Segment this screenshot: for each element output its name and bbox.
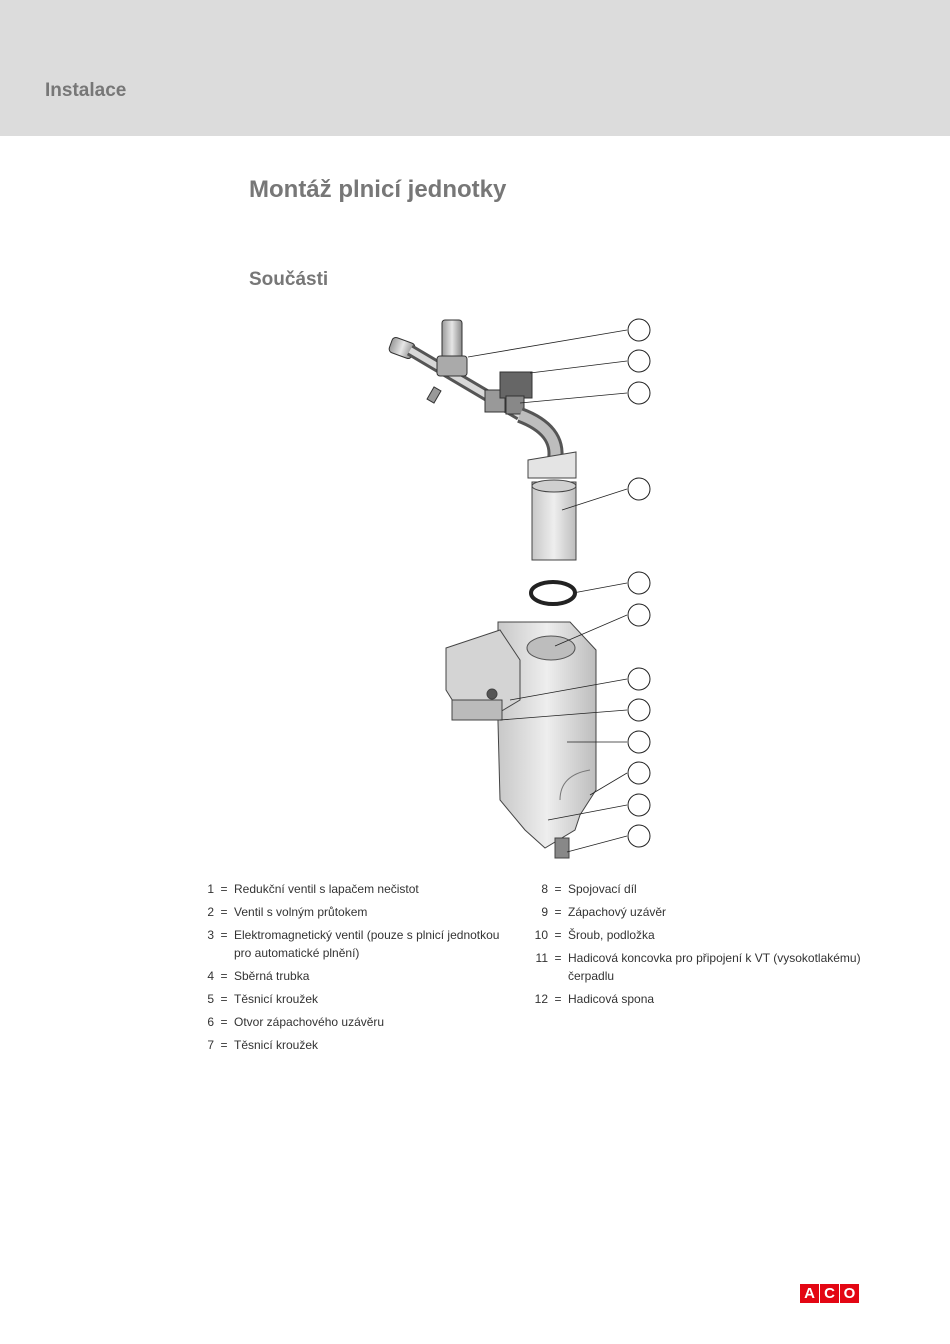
header-band <box>0 0 950 136</box>
legend-item: 11 = Hadicová koncovka pro připojení k V… <box>520 949 865 985</box>
legend-text: Sběrná trubka <box>234 969 310 983</box>
legend-text: Hadicová koncovka pro připojení k VT (vy… <box>568 951 861 983</box>
legend-item: 7 = Těsnicí kroužek <box>186 1036 516 1054</box>
legend-left: 1 = Redukční ventil s lapačem nečistot 2… <box>186 880 516 1059</box>
legend-item: 12 = Hadicová spona <box>520 990 865 1008</box>
legend-equals: = <box>220 882 228 896</box>
legend-equals: = <box>220 969 228 983</box>
legend-number: 6 <box>207 1015 214 1029</box>
section-subtitle: Součásti <box>249 269 329 290</box>
section-label: Instalace <box>45 80 127 101</box>
legend-text: Šroub, podložka <box>568 928 655 942</box>
legend-text: Redukční ventil s lapačem nečistot <box>234 882 419 896</box>
legend-equals: = <box>220 1015 228 1029</box>
legend-text: Hadicová spona <box>568 992 655 1006</box>
leader-lines <box>467 329 628 853</box>
logo-letter: O <box>843 1285 856 1302</box>
legend-item: 3 = Elektromagnetický ventil (pouze s pl… <box>186 926 516 962</box>
logo-letter: A <box>800 1284 820 1303</box>
legend-equals: = <box>554 882 562 896</box>
legend-number: 2 <box>207 905 214 919</box>
legend-number: 8 <box>541 882 548 896</box>
legend-number: 7 <box>207 1038 214 1052</box>
aco-logo: A C O <box>800 1284 859 1303</box>
sealing-ring <box>529 580 577 606</box>
legend-item: 2 = Ventil s volným průtokem <box>186 903 516 921</box>
legend-item: 1 = Redukční ventil s lapačem nečistot <box>186 880 516 898</box>
parts-diagram <box>388 318 651 859</box>
legend-number: 5 <box>207 992 214 1006</box>
legend-item: 5 = Těsnicí kroužek <box>186 990 516 1008</box>
legend-text: Těsnicí kroužek <box>234 1038 319 1052</box>
legend-text: Zápachový uzávěr <box>568 905 667 919</box>
valve-assembly <box>388 319 564 462</box>
legend-item: 4 = Sběrná trubka <box>186 967 516 985</box>
legend-equals: = <box>220 1038 228 1052</box>
legend-equals: = <box>220 992 228 1006</box>
legend-equals: = <box>554 992 562 1006</box>
legend-text: Otvor zápachového uzávěru <box>234 1015 385 1029</box>
legend-number: 9 <box>541 905 548 919</box>
legend-equals: = <box>554 928 562 942</box>
legend-number: 12 <box>534 992 548 1006</box>
legend-item: 9 = Zápachový uzávěr <box>520 903 865 921</box>
legend-item: 6 = Otvor zápachového uzávěru <box>186 1013 516 1031</box>
legend-item: 10 = Šroub, podložka <box>520 926 865 944</box>
legend-number: 1 <box>207 882 214 896</box>
legend-number: 4 <box>207 969 214 983</box>
logo-letter: C <box>820 1284 840 1303</box>
legend-right: 8 = Spojovací díl 9 = Zápachový uzávěr 1… <box>520 880 865 1013</box>
legend-equals: = <box>554 905 562 919</box>
legend-item: 8 = Spojovací díl <box>520 880 865 898</box>
trap-housing <box>445 621 597 859</box>
legend-equals: = <box>220 905 228 919</box>
legend-equals: = <box>554 951 562 965</box>
legend-text: Ventil s volným průtokem <box>234 905 368 919</box>
legend-text: Těsnicí kroužek <box>234 992 319 1006</box>
callout-circles <box>627 318 651 848</box>
legend-number: 11 <box>535 951 548 965</box>
page-title: Montáž plnicí jednotky <box>249 176 507 203</box>
legend-equals: = <box>220 928 228 942</box>
legend-number: 10 <box>534 928 548 942</box>
legend-text: Spojovací díl <box>568 882 637 896</box>
legend-number: 3 <box>207 928 214 942</box>
legend-text: Elektromagnetický ventil (pouze s plnicí… <box>234 928 500 960</box>
collecting-pipe <box>527 451 577 561</box>
